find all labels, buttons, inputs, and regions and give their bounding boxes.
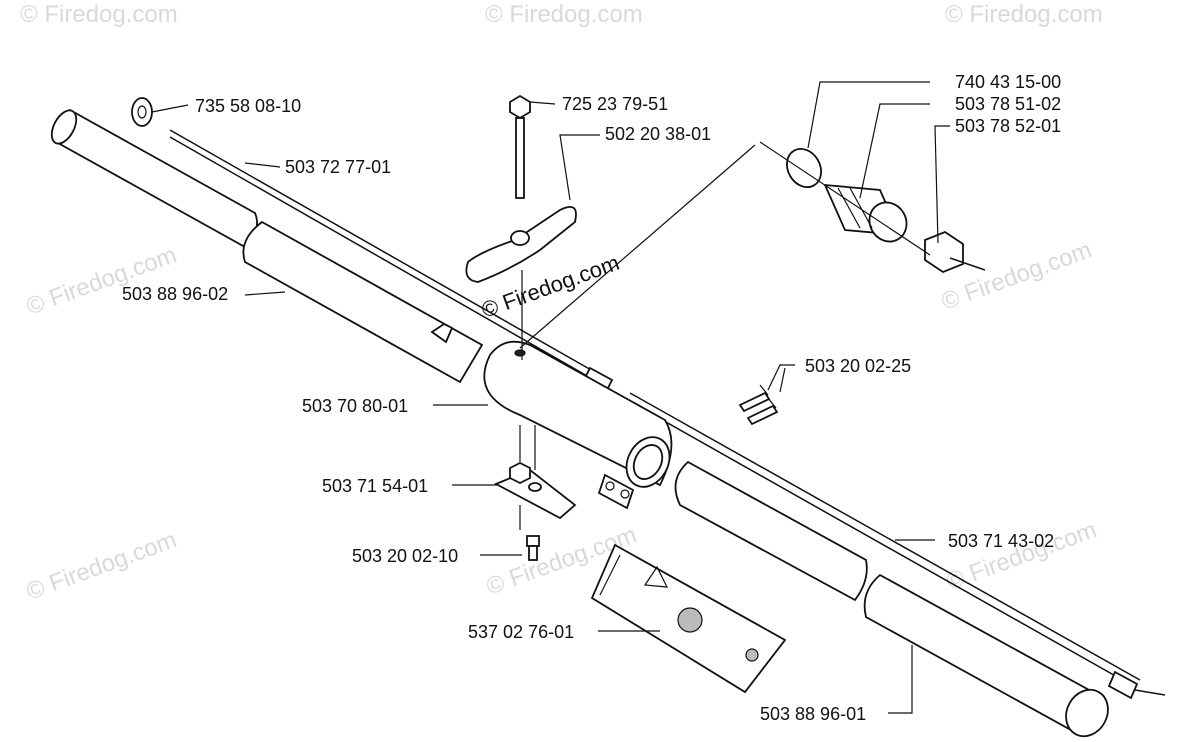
label-502203801: 502 20 38-01 — [605, 124, 711, 144]
screws-503200225 — [738, 384, 779, 426]
leader-line — [759, 141, 931, 256]
watermark: © Firedog.com — [23, 241, 180, 320]
watermark: © Firedog.com — [20, 1, 178, 28]
leader-lines — [151, 81, 950, 714]
part-labels: 735 58 08-10 725 23 79-51 502 20 38-01 5… — [122, 72, 1061, 724]
washer-735580810 — [131, 97, 153, 127]
label-725237951: 725 23 79-51 — [562, 94, 668, 114]
label-503715401: 503 71 54-01 — [322, 476, 428, 496]
watermark: © Firedog.com — [943, 516, 1100, 595]
label-503708001: 503 70 80-01 — [302, 396, 408, 416]
clamp-503715401 — [493, 425, 577, 530]
screw-503200210 — [526, 535, 540, 561]
watermark: © Firedog.com — [485, 1, 643, 28]
label-537027601: 537 02 76-01 — [468, 622, 574, 642]
tube-lower-right — [863, 573, 1109, 738]
watermark: © Firedog.com — [23, 526, 180, 605]
oring-740431500 — [786, 148, 822, 188]
label-735580810: 735 58 08-10 — [195, 96, 301, 116]
watermark: © Firedog.com — [945, 1, 1103, 28]
label-503714302: 503 71 43-02 — [948, 531, 1054, 551]
leader-line — [519, 144, 756, 349]
label-503785102: 503 78 51-02 — [955, 94, 1061, 114]
label-503785201: 503 78 52-01 — [955, 116, 1061, 136]
drive-shaft-upper — [169, 129, 614, 392]
shaft-housing — [483, 340, 673, 510]
label-503889601: 503 88 96-01 — [760, 704, 866, 724]
label-503889602: 503 88 96-02 — [122, 284, 228, 304]
bolt-725237951 — [509, 94, 531, 199]
wing-knob-502203801 — [465, 206, 577, 360]
tube-upper-left — [50, 108, 258, 249]
drive-shaft-lower — [626, 392, 1166, 700]
decal-537027601 — [590, 543, 787, 694]
tube-lower-mid — [674, 460, 868, 602]
label-740431500: 740 43 15-00 — [955, 72, 1061, 92]
tube-mid-left — [242, 220, 484, 384]
nut-503785201 — [924, 230, 986, 274]
label-503727701: 503 72 77-01 — [285, 157, 391, 177]
label-503200210: 503 20 02-10 — [352, 546, 458, 566]
label-503200225: 503 20 02-25 — [805, 356, 911, 376]
